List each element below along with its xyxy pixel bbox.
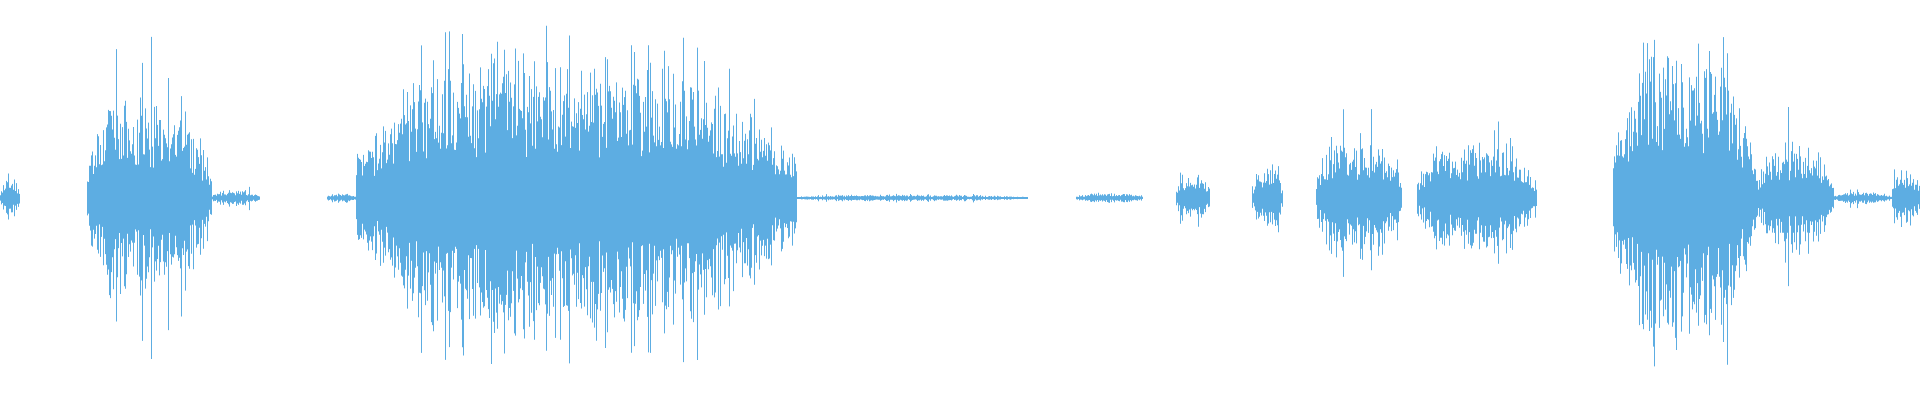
waveform-samples <box>0 25 1920 367</box>
